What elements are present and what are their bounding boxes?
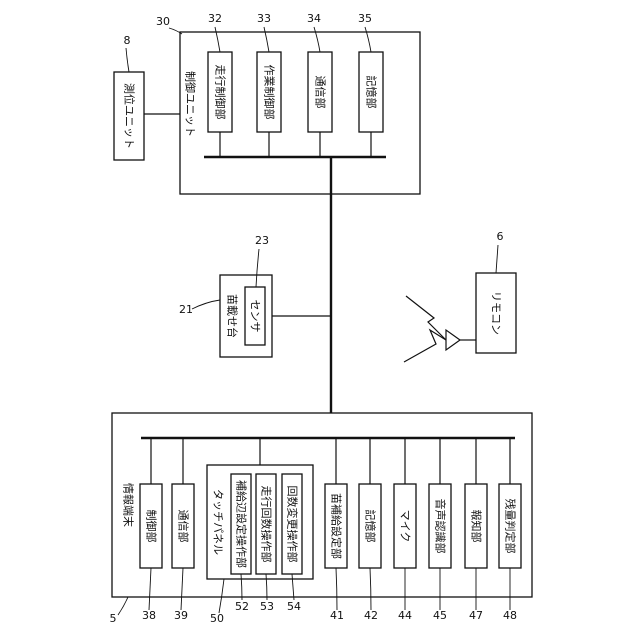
panel-supply-side-setting-label: 補給辺設定操作部 xyxy=(235,480,249,568)
module-terminal-storage-label: 記憶部 xyxy=(364,510,378,543)
seedling-stand: 苗載せ台 21 センサ 23 xyxy=(179,234,331,357)
terminal-ref: 5 xyxy=(110,612,117,625)
module-voice-recognition-label: 音声認識部 xyxy=(434,499,448,554)
module-seedling-supply-setting-ref: 41 xyxy=(330,609,344,622)
module-remaining-amount-label: 残量判定部 xyxy=(504,499,518,554)
control-unit: 制御ユニット 30 走行制御部 32 作業制御部 33 通信部 34 記憶部 3… xyxy=(156,12,420,194)
module-terminal-communication-ref: 39 xyxy=(174,609,188,622)
touch-panel-label: タッチパネル xyxy=(212,489,225,555)
module-terminal-communication-label: 通信部 xyxy=(177,510,191,543)
panel-travel-count-ref: 53 xyxy=(260,600,274,613)
remote-ref: 6 xyxy=(497,230,504,243)
positioning-unit: 測位ユニット 8 xyxy=(114,34,180,160)
seedling-stand-label: 苗載せ台 xyxy=(226,294,240,338)
positioning-unit-leader xyxy=(126,48,129,72)
module-microphone-label: マイク xyxy=(399,510,412,543)
control-unit-ref: 30 xyxy=(156,15,170,28)
remote-leader xyxy=(496,245,498,273)
remote-label: リモコン xyxy=(490,291,503,335)
control-unit-title: 制御ユニット xyxy=(184,71,198,137)
radio-signal-upper-icon xyxy=(406,296,446,340)
panel-count-change-ref: 54 xyxy=(287,600,301,613)
module-control-ref: 38 xyxy=(142,609,156,622)
positioning-unit-ref: 8 xyxy=(124,34,131,47)
module-travel-control-label: 走行制御部 xyxy=(214,65,228,120)
module-notification-ref: 47 xyxy=(469,609,483,622)
control-unit-leader xyxy=(169,28,182,34)
module-microphone-ref: 44 xyxy=(398,609,412,622)
radio-signal-lower-icon xyxy=(404,330,446,362)
module-communication-label: 通信部 xyxy=(314,76,328,109)
module-control-label: 制御部 xyxy=(145,510,159,543)
remote-control: リモコン 6 xyxy=(404,230,516,362)
module-travel-control-ref: 32 xyxy=(208,12,222,25)
module-notification-label: 報知部 xyxy=(470,510,484,543)
terminal-title: 情報端末 xyxy=(122,483,136,527)
module-voice-recognition-ref: 45 xyxy=(433,609,447,622)
module-storage-label: 記憶部 xyxy=(365,76,379,109)
terminal-leader xyxy=(118,597,128,615)
module-terminal-storage-ref: 42 xyxy=(364,609,378,622)
seedling-stand-ref: 21 xyxy=(179,303,193,316)
positioning-unit-label: 測位ユニット xyxy=(123,83,137,149)
sensor-label: センサ xyxy=(249,300,262,333)
touch-panel-ref: 50 xyxy=(210,612,224,625)
module-communication-ref: 34 xyxy=(307,12,321,25)
module-storage-ref: 35 xyxy=(358,12,372,25)
antenna-icon xyxy=(446,330,460,350)
information-terminal: 情報端末 5 制御部 38 通信部 39 タッチパネル 50 補給辺設定操作部 … xyxy=(110,413,533,625)
module-seedling-supply-setting-label: 苗補給設定部 xyxy=(330,493,344,559)
module-work-control-ref: 33 xyxy=(257,12,271,25)
sensor-ref: 23 xyxy=(255,234,269,247)
module-remaining-amount-ref: 48 xyxy=(503,609,517,622)
module-work-control-label: 作業制御部 xyxy=(263,65,277,120)
seedling-stand-leader xyxy=(192,300,220,309)
panel-count-change-label: 回数変更操作部 xyxy=(286,486,300,563)
panel-supply-side-setting-ref: 52 xyxy=(235,600,249,613)
panel-travel-count-label: 走行回数操作部 xyxy=(260,486,274,563)
